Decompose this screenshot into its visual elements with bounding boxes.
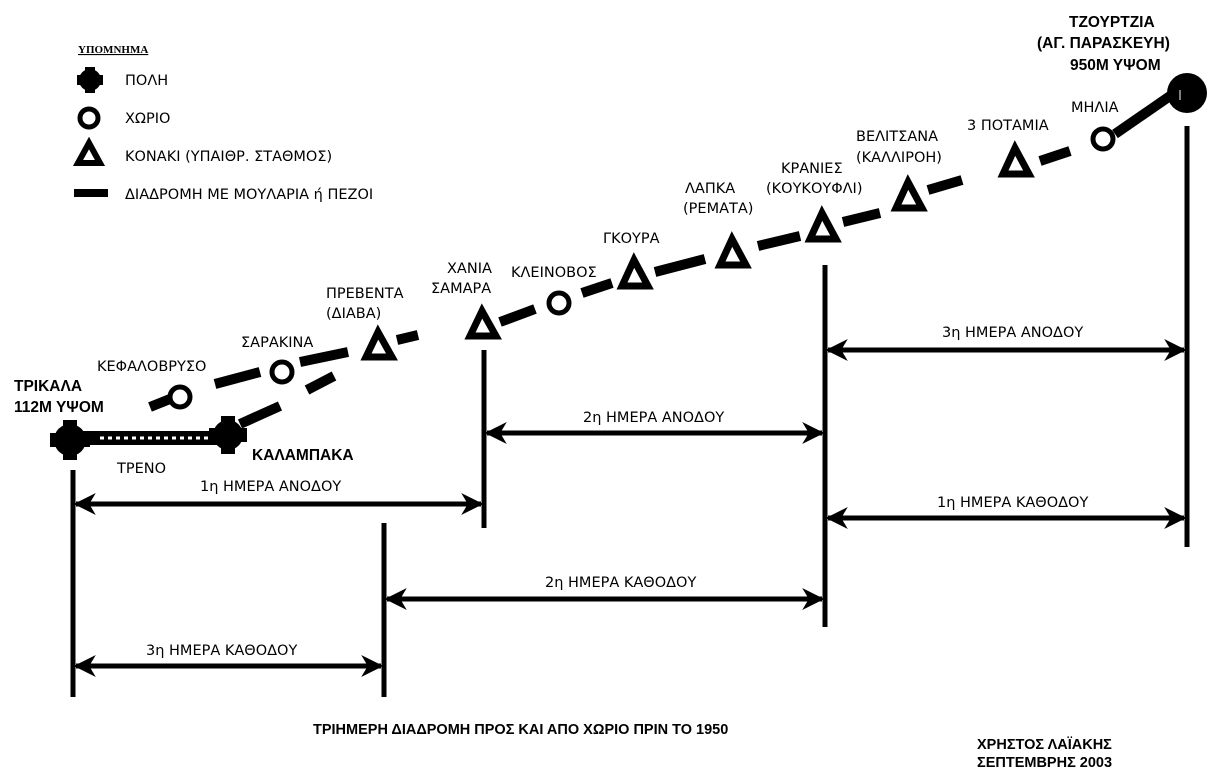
legend-station-label: ΚΟΝΑΚΙ (ΥΠΑΙΘΡ. ΣΤΑΘΜΟΣ) — [125, 149, 332, 165]
day-arrows — [73, 339, 1187, 677]
legend: ΥΠΟΜΝΗΜΑ ΠΟΛΗ ΧΩΡΙΟ ΚΟΝΑΚΙ (ΥΠΑΙΘΡ. ΣΤΑΘ… — [72, 44, 373, 203]
preventa-label-line1: ΠΡΕΒΕΝΤΑ — [326, 286, 404, 302]
station-marker-gkoura — [616, 252, 654, 290]
day-down1-label: 1η ΗΜΕΡΑ ΚΑΘΟΔΟΥ — [937, 495, 1088, 511]
diagram-caption: ΤΡΙΗΜΕΡΗ ΔΙΑΔΡΟΜΗ ΠΡΟΣ ΚΑΙ ΑΠΟ ΧΩΡΙΟ ΠΡΙ… — [313, 722, 728, 738]
station-marker-kranies — [804, 205, 842, 243]
day-up3-label: 3η ΗΜΕΡΑ ΑΝΟΔΟΥ — [942, 325, 1083, 341]
velitsana-label-line2: (ΚΑΛΛΙΡΟΗ) — [856, 150, 942, 166]
milia-label: ΜΗΛΙΑ — [1071, 100, 1119, 116]
kranies-label-line2: (ΚΟΥΚΟΥΦΛΙ) — [766, 181, 862, 197]
sarakina-label: ΣΑΡΑΚΙΝΑ — [241, 335, 313, 351]
trikala-label-line2: 112Μ ΥΨΟΜ — [14, 399, 104, 416]
day-labels: 1η ΗΜΕΡΑ ΑΝΟΔΟΥ 2η ΗΜΕΡΑ ΑΝΟΔΟΥ 3η ΗΜΕΡΑ… — [146, 325, 1088, 659]
village-marker-milia — [1090, 126, 1116, 152]
village-marker-sarakina — [269, 359, 295, 385]
legend-title: ΥΠΟΜΝΗΜΑ — [78, 44, 148, 56]
tzourtzia-label-line3: 950Μ ΥΨΟΜ — [1070, 57, 1161, 74]
city-marker-trikala — [50, 420, 90, 460]
city-marker-tzourtzia — [1167, 73, 1207, 113]
day-up1-label: 1η ΗΜΕΡΑ ΑΝΟΔΟΥ — [200, 479, 341, 495]
kranies-label-line1: ΚΡΑΝΙΕΣ — [781, 161, 843, 177]
station-marker-velitsana — [890, 174, 928, 212]
day-up2-label: 2η ΗΜΕΡΑ ΑΝΟΔΟΥ — [583, 410, 724, 426]
trikala-label-line1: ΤΡΙΚΑΛΑ — [14, 378, 82, 395]
tzourtzia-label-line1: ΤΖΟΥΡΤΖΙΑ — [1069, 14, 1155, 31]
station-markers — [360, 140, 1035, 361]
author-date: ΣΕΠΤΕΜΒΡΗΣ 2003 — [977, 755, 1112, 769]
potamia-label: 3 ΠΟΤΑΜΙΑ — [967, 118, 1049, 134]
day-down2-label: 2η ΗΜΕΡΑ ΚΑΘΟΔΟΥ — [545, 575, 696, 591]
legend-route-label: ΔΙΑΔΡΟΜΗ ΜΕ ΜΟΥΛΑΡΙΑ ή ΠΕΖΟΙ — [125, 187, 373, 203]
station-marker-preventa — [360, 324, 398, 361]
author-name: ΧΡΗΣΤΟΣ ΛΑΪΑΚΗΣ — [977, 736, 1112, 753]
station-icon — [72, 136, 106, 166]
place-labels: ΤΡΙΚΑΛΑ 112Μ ΥΨΟΜ ΚΑΛΑΜΠΑΚΑ ΤΡΕΝΟ ΚΕΦΑΛΟ… — [14, 14, 1170, 477]
kalampaka-label: ΚΑΛΑΜΠΑΚΑ — [252, 447, 354, 464]
village-marker-kefalovryso — [167, 384, 193, 410]
kleinovos-label: ΚΛΕΙΝΟΒΟΣ — [511, 265, 597, 281]
city-icon — [77, 67, 103, 93]
gkoura-label: ΓΚΟΥΡΑ — [603, 231, 660, 247]
station-marker-lapka — [714, 231, 752, 269]
train-label: ΤΡΕΝΟ — [116, 461, 166, 477]
village-marker-kleinovos — [546, 290, 572, 316]
lapka-label-line1: ΛΑΠΚΑ — [685, 181, 735, 197]
lapka-label-line2: (ΡΕΜΑΤΑ) — [683, 201, 753, 217]
day-boundaries — [70, 126, 1190, 697]
city-marker-kalampaka — [209, 416, 247, 454]
village-icon — [77, 106, 101, 130]
tzourtzia-label-line2: (ΑΓ. ΠΑΡΑΣΚΕΥΗ) — [1037, 35, 1170, 52]
preventa-label-line2: (ΔΙΑΒΑ) — [326, 306, 381, 322]
legend-city-label: ΠΟΛΗ — [125, 73, 168, 89]
station-marker-chania — [464, 303, 502, 340]
kefalovryso-label: ΚΕΦΑΛΟΒΡΥΣΟ — [97, 359, 206, 375]
station-marker-potamia — [997, 140, 1035, 178]
day-down3-label: 3η ΗΜΕΡΑ ΚΑΘΟΔΟΥ — [146, 643, 297, 659]
chania-label-line1: ΧΑΝΙΑ — [447, 261, 492, 277]
velitsana-label-line1: ΒΕΛΙΤΣΑΝΑ — [856, 129, 938, 145]
route-path — [148, 91, 1173, 429]
chania-label-line2: ΣΑΜΑΡΑ — [431, 281, 491, 297]
legend-village-label: ΧΩΡΙΟ — [125, 111, 170, 127]
